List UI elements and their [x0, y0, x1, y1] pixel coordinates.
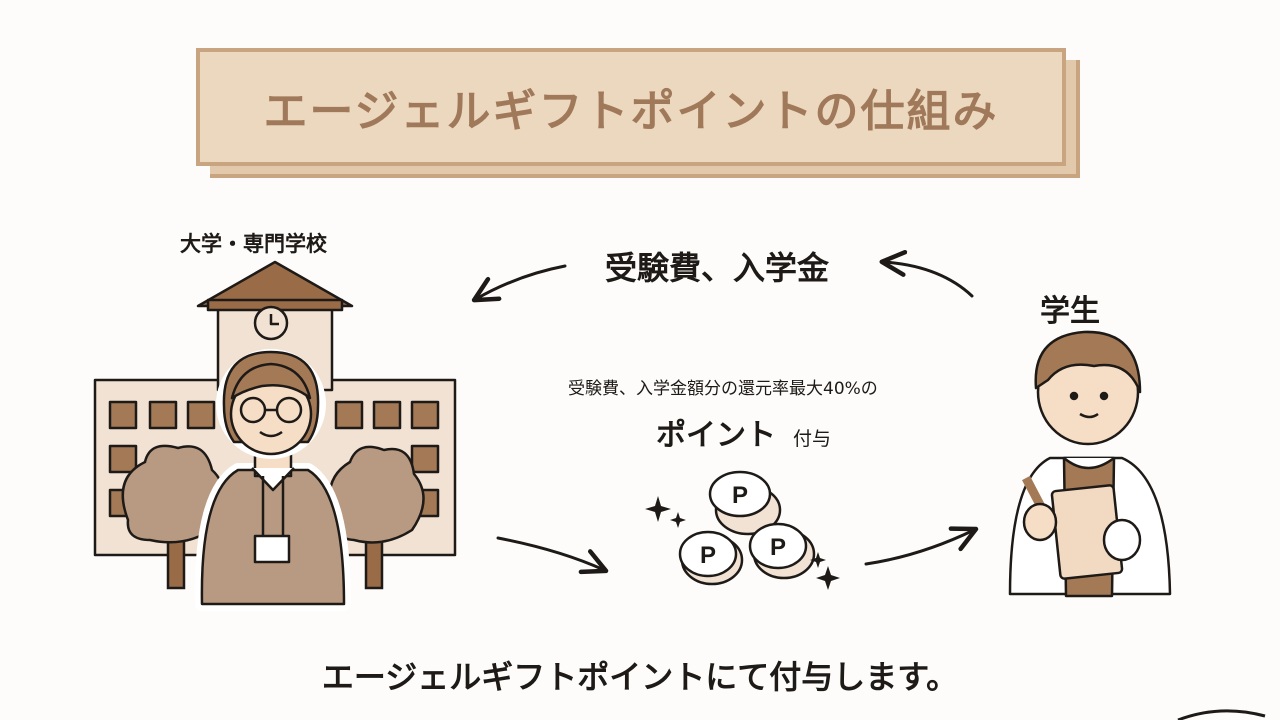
- corner-scribble: [1177, 709, 1266, 720]
- arrow-school-to-points: [496, 536, 609, 575]
- footer-caption: エージェルギフトポイントにて付与します。: [321, 658, 959, 696]
- tree-right: [328, 445, 425, 590]
- point-label: ポイント: [656, 418, 776, 453]
- fees-label: 受験費、入学金: [605, 249, 830, 287]
- coin-symbol: P: [732, 482, 748, 509]
- title-banner: エージェルギフトポイントの仕組み: [196, 48, 1066, 166]
- tree-left: [121, 444, 225, 590]
- sparkle-icon: [645, 496, 671, 522]
- school-staff-figure: [194, 349, 351, 611]
- coin-symbol: P: [700, 542, 716, 569]
- school-label: 大学・専門学校: [180, 232, 327, 256]
- coin-symbol: P: [770, 534, 786, 561]
- student-label: 学生: [1040, 294, 1100, 329]
- student-figure: [1008, 330, 1172, 598]
- grant-label: 付与: [793, 428, 832, 450]
- arrow-points-to-student: [864, 526, 979, 566]
- arrow-student-to-fees: [879, 249, 974, 298]
- return-rate-text: 受験費、入学金額分の還元率最大40%の: [568, 379, 878, 399]
- point-coins: [678, 470, 816, 586]
- id-badge: [253, 534, 291, 564]
- page-title: エージェルギフトポイントの仕組み: [263, 86, 999, 137]
- sparkle-icons: [645, 496, 840, 590]
- arrow-fees-to-school: [471, 264, 567, 303]
